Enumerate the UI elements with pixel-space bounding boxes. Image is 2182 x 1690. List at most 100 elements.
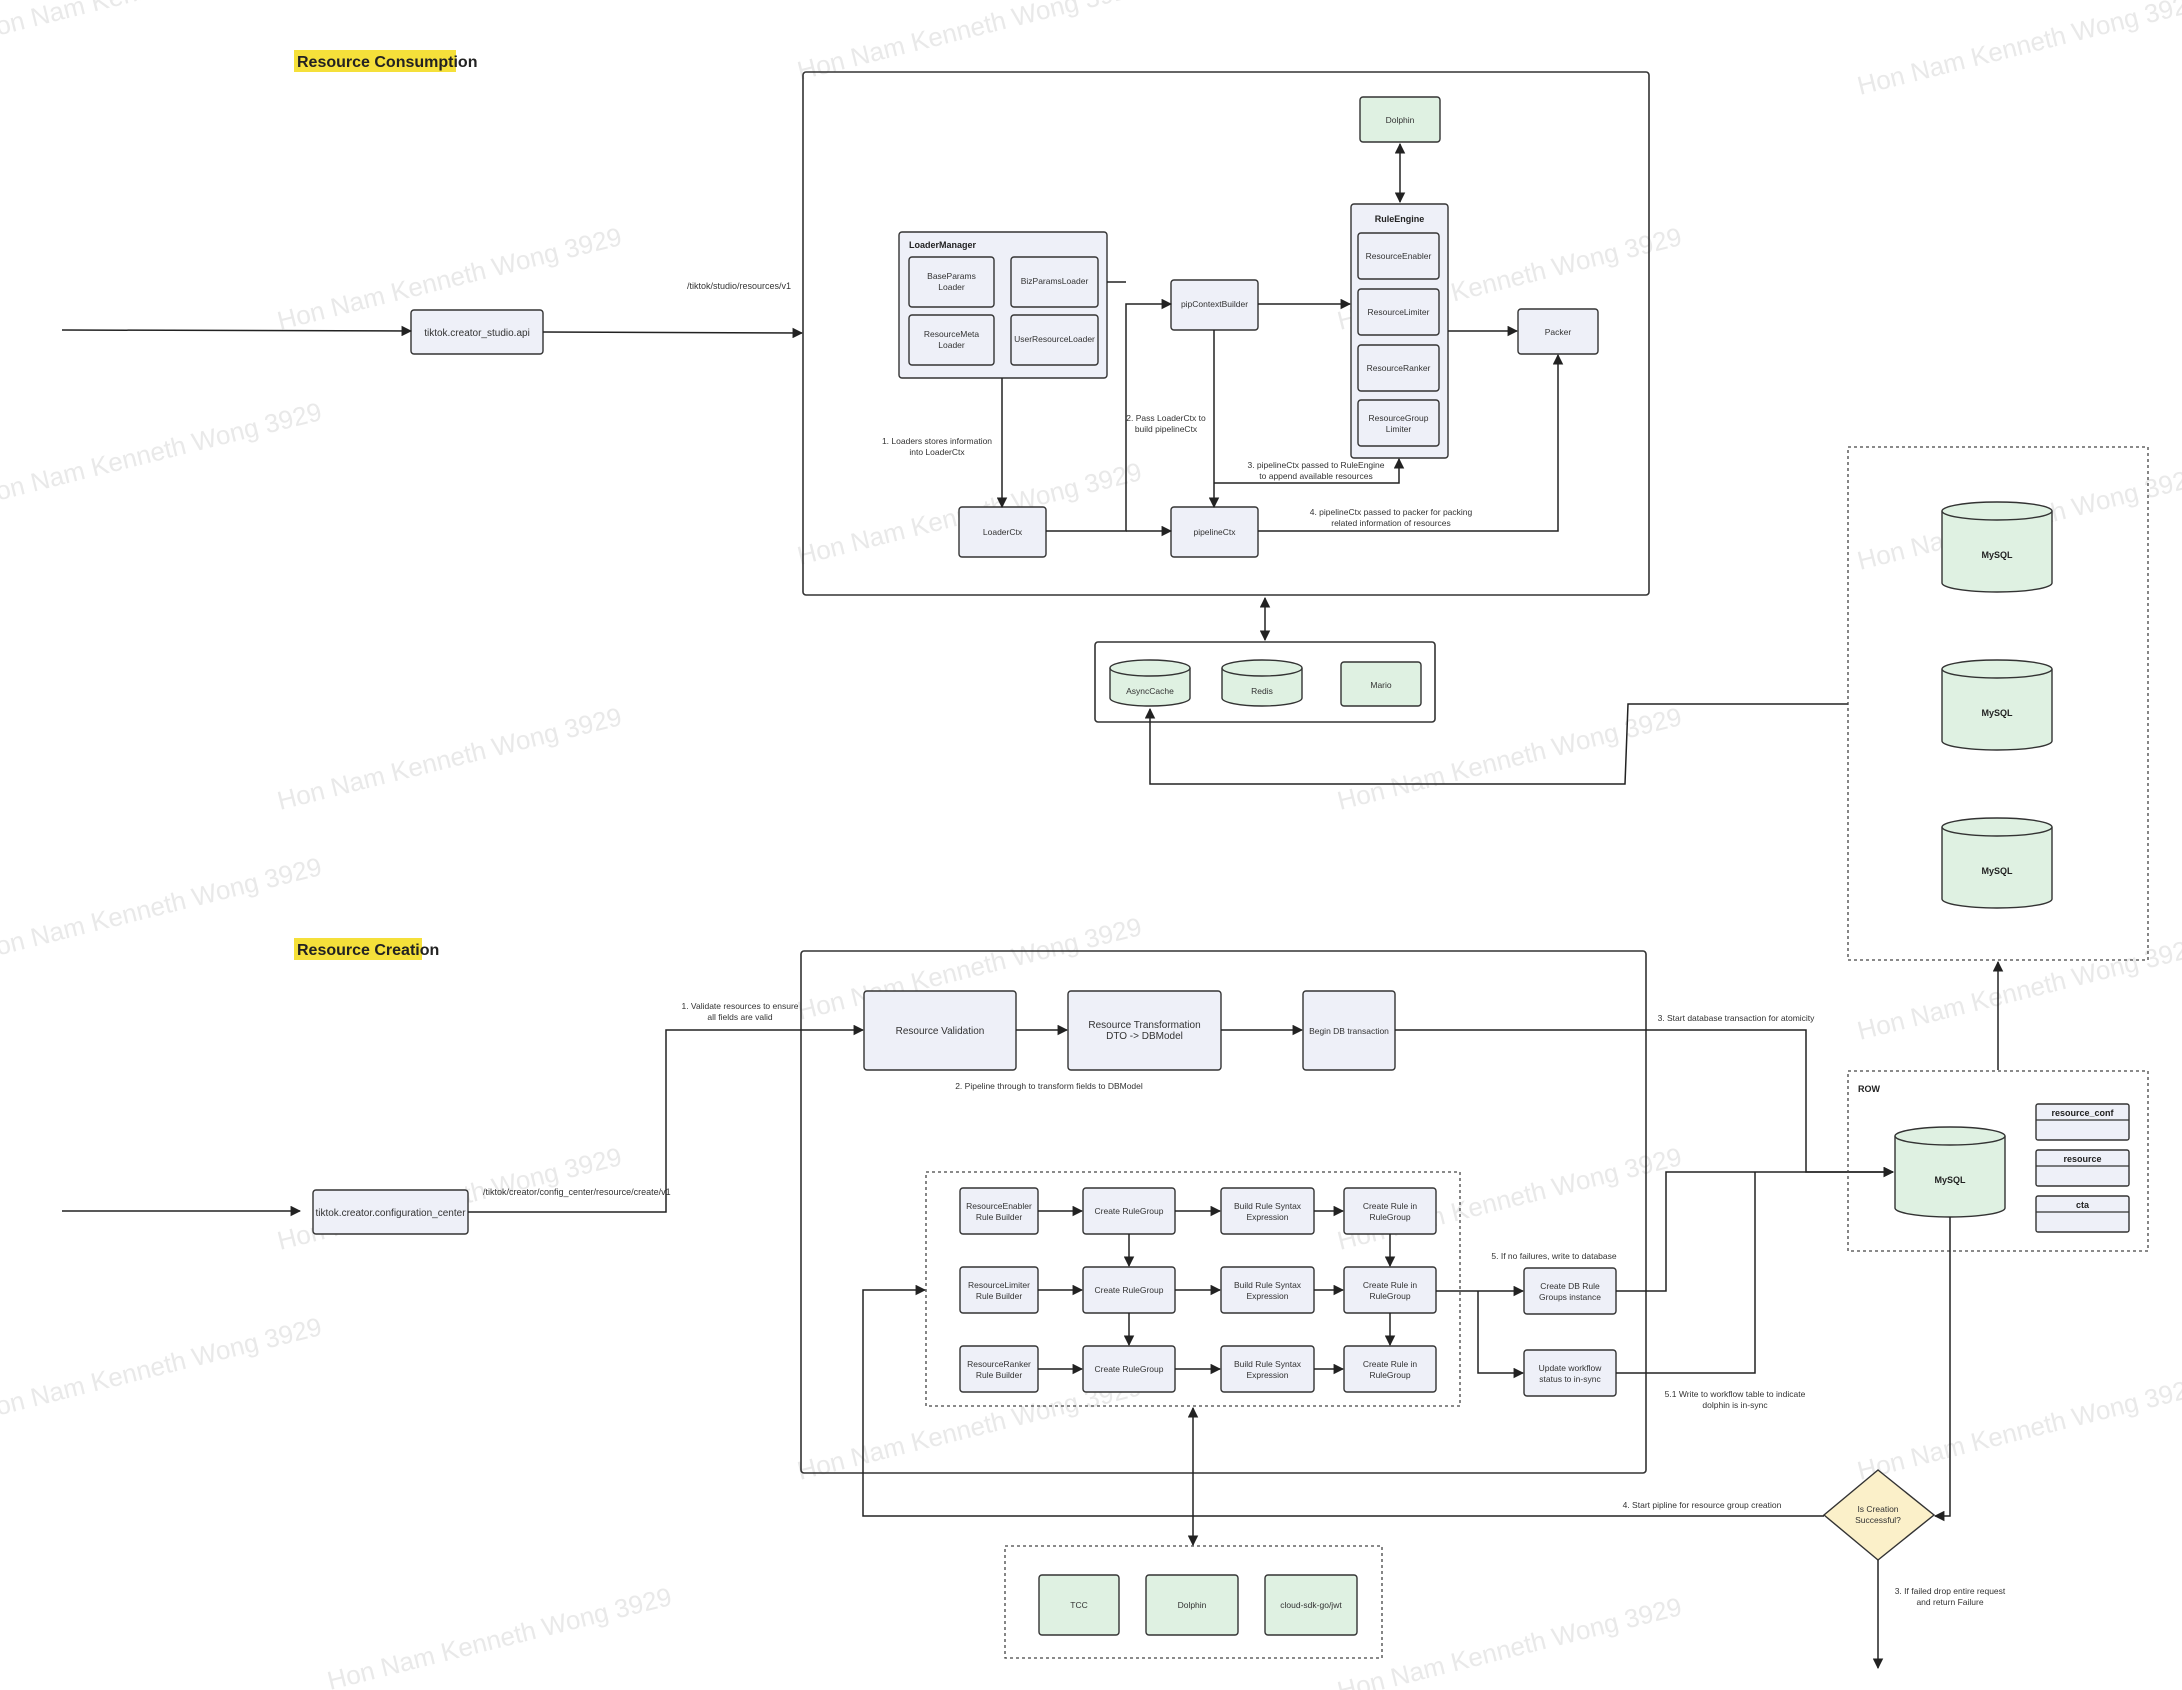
loader-userresource[interactable] bbox=[1010, 314, 1099, 366]
note-no-failures: 5. If no failures, write to database bbox=[1491, 1251, 1616, 1261]
note-start-tx: 3. Start database transaction for atomic… bbox=[1658, 1013, 1816, 1023]
rule-resource-enabler[interactable] bbox=[1357, 232, 1440, 280]
begintx-to-mysql-arrow bbox=[1395, 1029, 1895, 1178]
loader-resourcemeta[interactable] bbox=[908, 314, 995, 366]
pipeline-ctx-label: pipelineCtx bbox=[1193, 527, 1236, 537]
packer-label: Packer bbox=[1545, 327, 1572, 337]
loader-bizparams-label: BizParamsLoader bbox=[1021, 276, 1089, 286]
consumption-heading: Resource Consumption bbox=[297, 54, 477, 71]
loader-ctx-label: LoaderCtx bbox=[983, 527, 1023, 537]
builder-ranker-node[interactable] bbox=[959, 1345, 1039, 1393]
loaderctx-to-builder-arrow bbox=[1046, 298, 1173, 532]
tcc-node[interactable] bbox=[1038, 1574, 1120, 1636]
pip-context-builder-label: pipContextBuilder bbox=[1181, 299, 1248, 309]
loader-userresource-label: UserResourceLoader bbox=[1014, 334, 1095, 344]
table-resource-conf[interactable] bbox=[2035, 1103, 2130, 1141]
builder-enabler-node[interactable] bbox=[959, 1187, 1039, 1235]
create-rulegroup-2-label: Create RuleGroup bbox=[1095, 1285, 1164, 1295]
update-workflow-node[interactable] bbox=[1523, 1349, 1617, 1397]
row-region-title: ROW bbox=[1858, 1084, 1881, 1094]
creation-heading: Resource Creation bbox=[297, 942, 439, 959]
redis-label: Redis bbox=[1251, 686, 1273, 696]
mysql-cylinder-2 bbox=[1941, 659, 2053, 751]
row-region-frame bbox=[1847, 1070, 2149, 1252]
row-mysql-label: MySQL bbox=[1934, 1175, 1966, 1185]
table-resource-conf-label: resource_conf bbox=[2051, 1108, 2114, 1118]
table-cta[interactable] bbox=[2035, 1195, 2130, 1233]
create-db-rule-groups-node[interactable] bbox=[1523, 1267, 1617, 1315]
consumption-endpoint-label: /tiktok/studio/resources/v1 bbox=[687, 281, 791, 291]
mario-node[interactable] bbox=[1340, 661, 1422, 707]
build-syntax-2-node[interactable] bbox=[1220, 1266, 1315, 1314]
builder-limiter-node[interactable] bbox=[959, 1266, 1039, 1314]
note-start-pipeline: 4. Start pipline for resource group crea… bbox=[1623, 1500, 1782, 1510]
api-to-validation-arrow bbox=[468, 1024, 865, 1213]
dolphin-dep-label: Dolphin bbox=[1178, 1600, 1207, 1610]
pipelinectx-to-packer-arrow bbox=[1258, 353, 1564, 532]
cloud-sdk-jwt-label: cloud-sdk-go/jwt bbox=[1280, 1600, 1342, 1610]
decision-to-pipeline-arrow bbox=[862, 1284, 1824, 1517]
creator-studio-api-label: tiktok.creator_studio.api bbox=[424, 328, 530, 339]
workflow-to-mysql-line bbox=[1616, 1172, 1756, 1374]
dolphin-node[interactable] bbox=[1359, 96, 1441, 143]
table-resource-label: resource bbox=[2063, 1154, 2101, 1164]
db-to-asynccache-arrow bbox=[1144, 703, 1848, 785]
build-syntax-1-node[interactable] bbox=[1220, 1187, 1315, 1235]
create-rule-1-node[interactable] bbox=[1343, 1187, 1437, 1235]
configuration-center-api-label: tiktok.creator.configuration_center bbox=[315, 1208, 466, 1219]
rule-resource-limiter[interactable] bbox=[1357, 288, 1440, 336]
rule-resource-limiter-label: ResourceLimiter bbox=[1368, 307, 1430, 317]
create-rulegroup-3-label: Create RuleGroup bbox=[1095, 1364, 1164, 1374]
pipeline-to-workflow-arrow bbox=[1477, 1291, 1525, 1379]
mysql-3-label: MySQL bbox=[1981, 866, 2013, 876]
table-cta-label: cta bbox=[2076, 1200, 2090, 1210]
db-cluster-frame bbox=[1847, 446, 2149, 961]
mysql-cylinder-1 bbox=[1941, 501, 2053, 593]
create-rulegroup-1-label: Create RuleGroup bbox=[1095, 1206, 1164, 1216]
async-cache-cylinder bbox=[1109, 659, 1191, 707]
rule-resourcegroup-limiter[interactable] bbox=[1357, 399, 1440, 447]
creation-endpoint-label: /tiktok/creator/config_center/resource/c… bbox=[483, 1187, 671, 1197]
table-resource[interactable] bbox=[2035, 1149, 2130, 1187]
loader-baseparams[interactable] bbox=[908, 256, 995, 308]
create-rule-3-node[interactable] bbox=[1343, 1345, 1437, 1393]
pipeline-grid-arrows bbox=[1038, 1205, 1396, 1375]
rule-engine-title: RuleEngine bbox=[1375, 214, 1425, 224]
mysql-1-label: MySQL bbox=[1981, 550, 2013, 560]
dolphin-label: Dolphin bbox=[1386, 115, 1415, 125]
build-syntax-3-node[interactable] bbox=[1220, 1345, 1315, 1393]
rule-resource-ranker-label: ResourceRanker bbox=[1367, 363, 1431, 373]
cloud-sdk-jwt-node[interactable] bbox=[1264, 1574, 1358, 1636]
mysql-to-decision-arrow bbox=[1933, 1217, 1951, 1522]
creation-service-frame bbox=[800, 950, 1647, 1474]
mysql-cylinder-3 bbox=[1941, 817, 2053, 909]
loader-manager-title: LoaderManager bbox=[909, 240, 977, 250]
dolphin-dep-node[interactable] bbox=[1145, 1574, 1239, 1636]
redis-cylinder bbox=[1221, 659, 1303, 707]
consumption-entry-arrow bbox=[61, 325, 413, 337]
rule-resource-ranker[interactable] bbox=[1357, 344, 1440, 392]
dbrule-to-mysql-arrow bbox=[1616, 1166, 1895, 1292]
cache-layer-frame bbox=[1094, 641, 1436, 723]
row-mysql-cylinder bbox=[1894, 1126, 2006, 1218]
create-rule-2-node[interactable] bbox=[1343, 1266, 1437, 1314]
async-cache-label: AsyncCache bbox=[1126, 686, 1174, 696]
loader-bizparams[interactable] bbox=[1010, 256, 1099, 308]
